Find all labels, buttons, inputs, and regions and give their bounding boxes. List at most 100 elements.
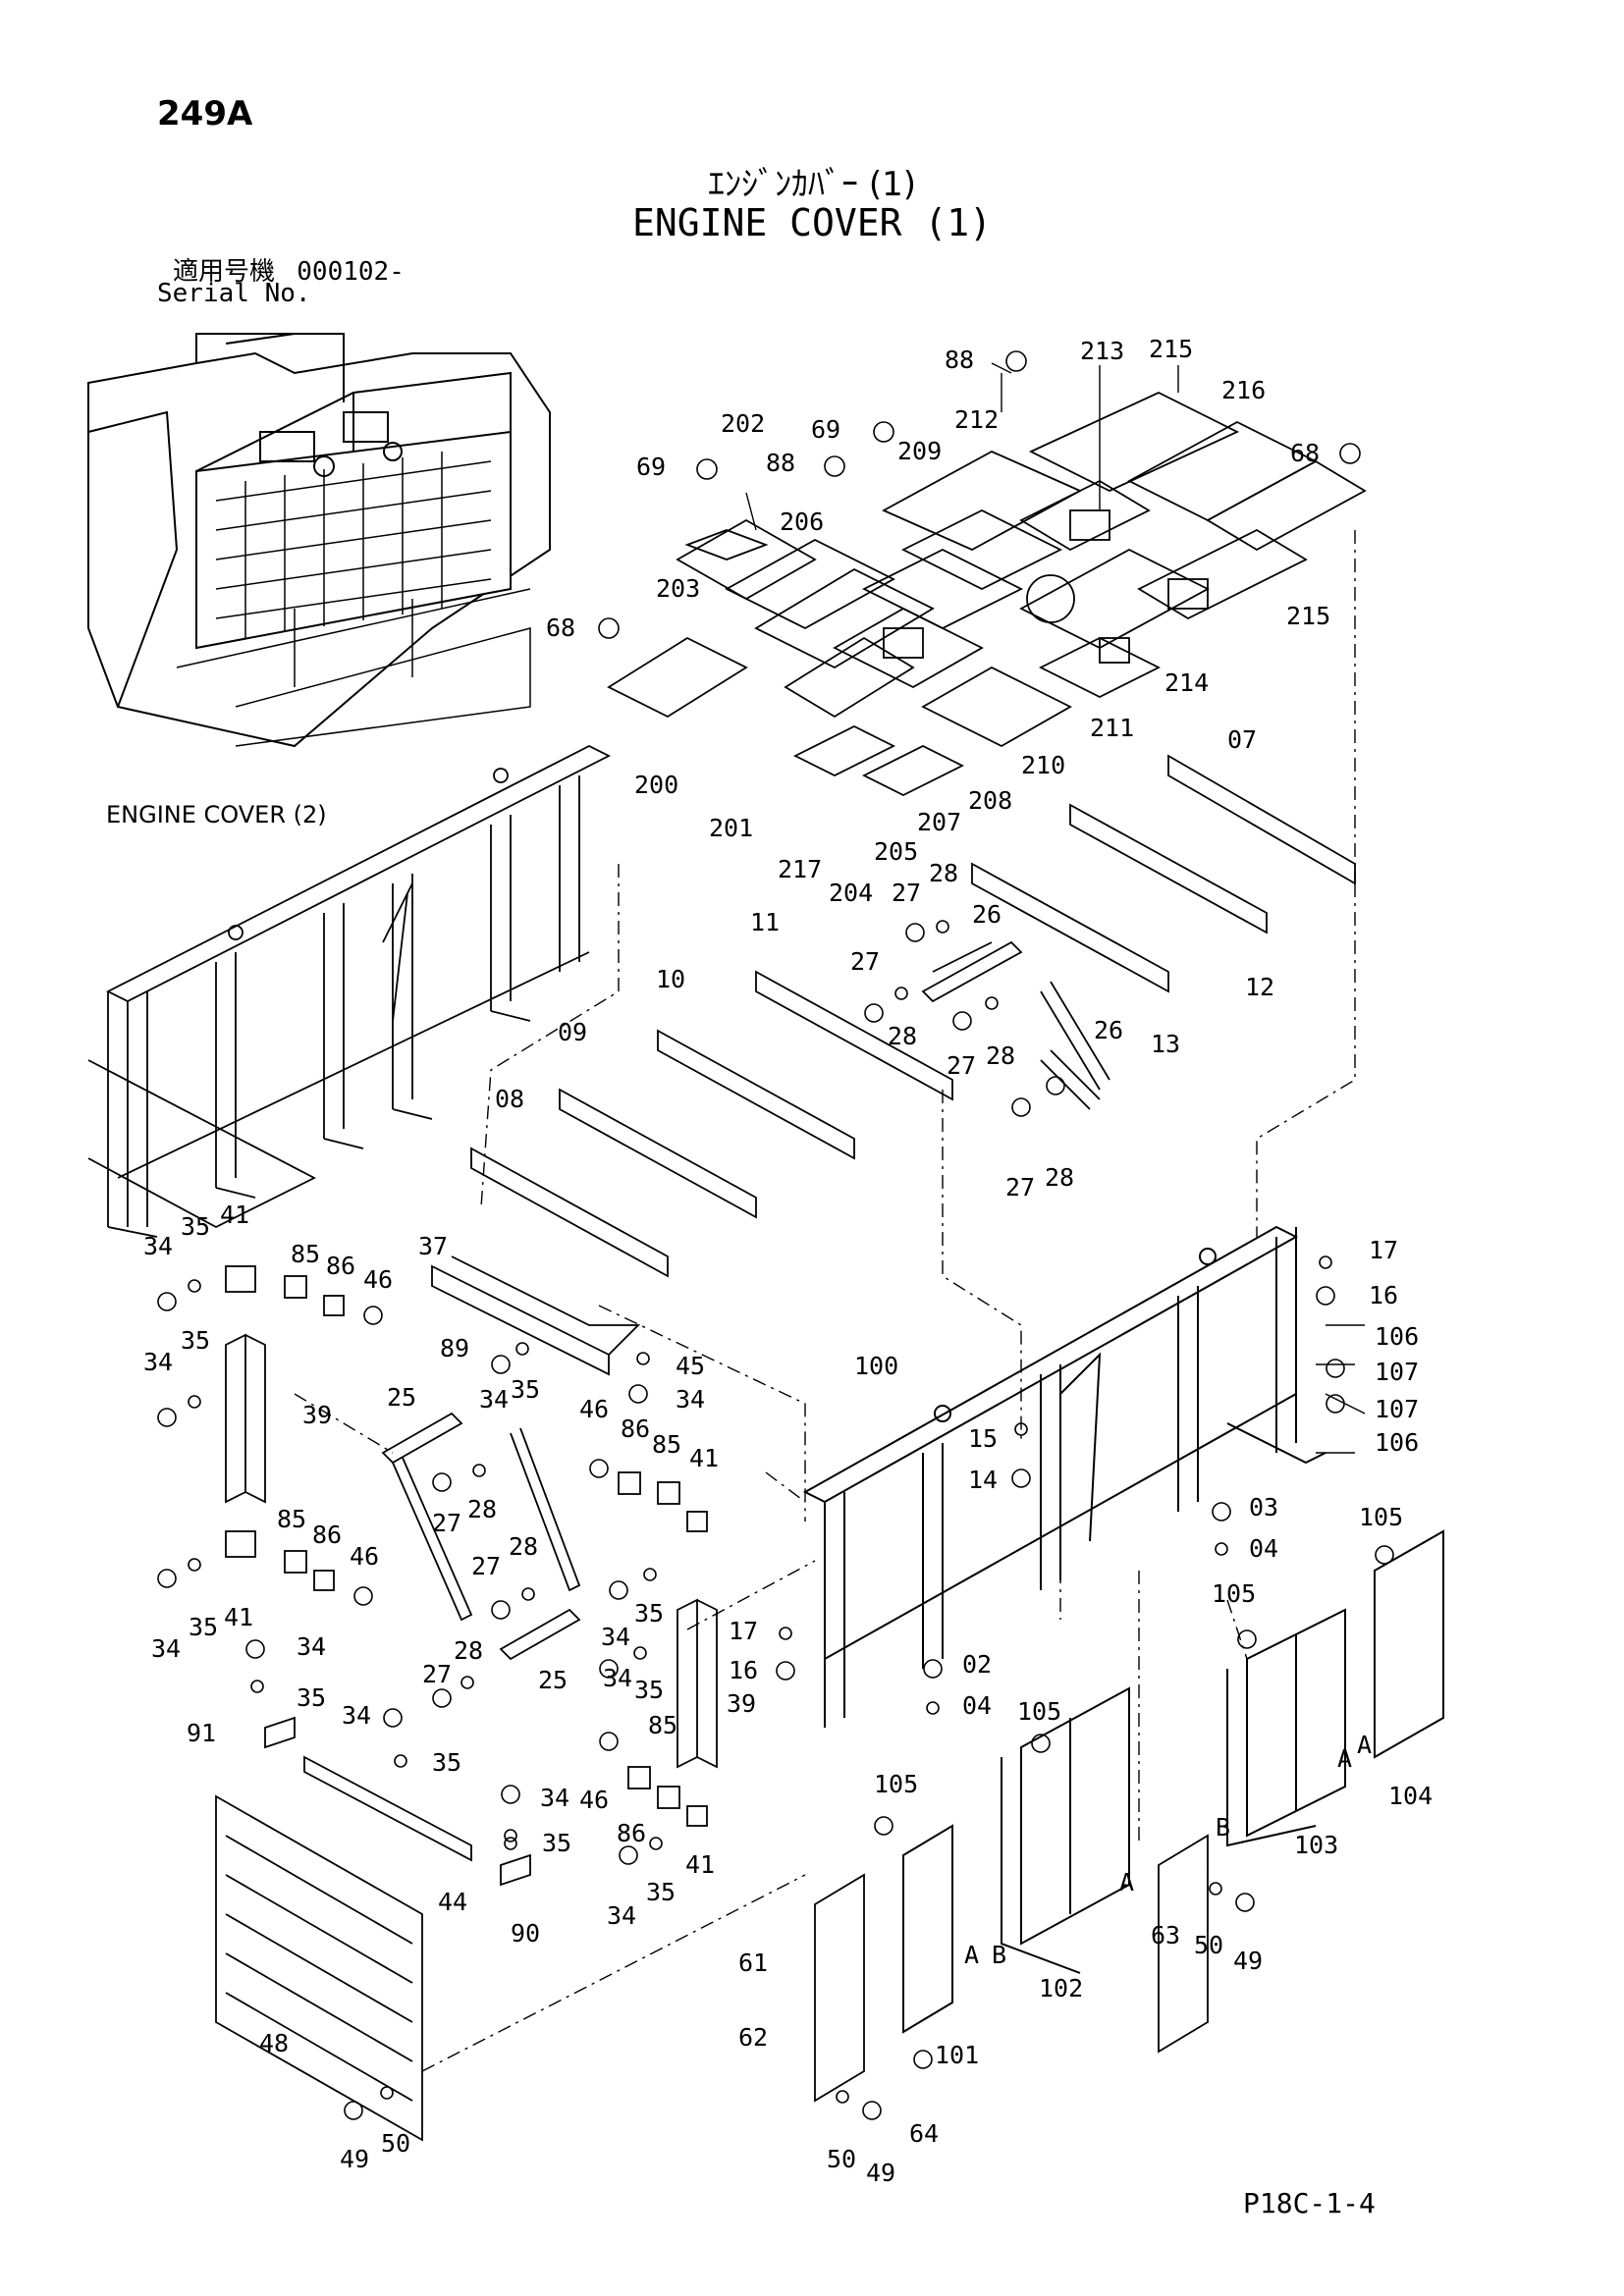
callout-206: 206 — [780, 507, 824, 536]
callout-35: 35 — [181, 1326, 210, 1355]
callout-209: 209 — [897, 437, 942, 465]
serial-label-japanese: 適用号機 000102- — [173, 251, 405, 288]
callout-213: 213 — [1080, 337, 1124, 365]
door-label-a: A — [1357, 1731, 1372, 1759]
callout-211: 211 — [1090, 714, 1134, 742]
title-english: ENGINE COVER (1) — [631, 201, 993, 244]
fasteners — [157, 350, 1394, 2120]
callout-210: 210 — [1021, 751, 1065, 779]
callout-101: 101 — [935, 2041, 979, 2069]
callout-03: 03 — [1249, 1493, 1278, 1522]
callout-49: 49 — [866, 2159, 895, 2187]
callout-41: 41 — [689, 1444, 719, 1472]
callout-50: 50 — [1194, 1931, 1223, 1959]
callout-labels: 88 213 215 216 202 69 212 68 69 88 209 2… — [143, 335, 1433, 2187]
callout-35: 35 — [542, 1829, 571, 1857]
callout-86: 86 — [326, 1252, 355, 1280]
callout-86: 86 — [621, 1415, 650, 1443]
callout-85: 85 — [648, 1711, 677, 1739]
callout-68: 68 — [1290, 439, 1320, 467]
callout-39: 39 — [727, 1689, 756, 1718]
callout-85: 85 — [277, 1505, 306, 1533]
roof-panels — [607, 392, 1367, 797]
cross-members — [470, 754, 1356, 1278]
callout-48: 48 — [259, 2029, 289, 2057]
brackets-hardware — [215, 940, 1209, 2142]
callout-89: 89 — [440, 1334, 469, 1362]
callout-46: 46 — [579, 1786, 609, 1814]
callout-205: 205 — [874, 837, 918, 866]
callout-62: 62 — [738, 2023, 768, 2052]
leader-lines — [294, 362, 1366, 2072]
engine-cover-2-reference: ENGINE COVER (2) — [106, 801, 327, 828]
callout-105: 105 — [874, 1770, 918, 1798]
page-number: 249A — [157, 94, 253, 133]
callout-46: 46 — [579, 1395, 609, 1423]
callout-88: 88 — [766, 449, 795, 477]
doors — [902, 1529, 1444, 2034]
callout-28: 28 — [454, 1636, 483, 1665]
callout-102: 102 — [1039, 1974, 1083, 2002]
callout-85: 85 — [291, 1240, 320, 1268]
title-japanese: ｴﾝｼﾞﾝｶﾊﾞｰ (1) — [708, 165, 916, 204]
callout-41: 41 — [224, 1603, 253, 1631]
callout-07: 07 — [1227, 725, 1257, 754]
door-label-b: B — [1216, 1813, 1230, 1842]
door-label-a: A — [964, 1941, 979, 1969]
callout-26: 26 — [1094, 1016, 1123, 1044]
callout-27: 27 — [432, 1509, 461, 1537]
callout-214: 214 — [1164, 668, 1209, 697]
callout-104: 104 — [1388, 1782, 1433, 1810]
callout-44: 44 — [438, 1888, 467, 1916]
callout-26: 26 — [972, 900, 1001, 929]
callout-207: 207 — [917, 808, 961, 836]
callout-41: 41 — [220, 1201, 249, 1229]
callout-217: 217 — [778, 855, 822, 883]
callout-28: 28 — [888, 1022, 917, 1050]
callout-91: 91 — [187, 1719, 216, 1747]
callout-04: 04 — [1249, 1534, 1278, 1563]
callout-28: 28 — [986, 1041, 1015, 1070]
callout-27: 27 — [947, 1051, 976, 1080]
callout-25: 25 — [387, 1383, 416, 1412]
callout-61: 61 — [738, 1949, 768, 1977]
callout-216: 216 — [1221, 376, 1266, 404]
callout-10: 10 — [656, 965, 685, 993]
callout-34: 34 — [479, 1385, 509, 1414]
callout-34: 34 — [676, 1385, 705, 1414]
callout-16: 16 — [729, 1656, 758, 1684]
callout-90: 90 — [511, 1919, 540, 1948]
callout-86: 86 — [617, 1819, 646, 1847]
callout-45: 45 — [676, 1352, 705, 1380]
callout-202: 202 — [721, 409, 765, 438]
callout-27: 27 — [471, 1552, 501, 1580]
callout-34: 34 — [297, 1632, 326, 1661]
callout-35: 35 — [511, 1375, 540, 1404]
callout-63: 63 — [1151, 1921, 1180, 1949]
serial-value: 000102- — [297, 257, 405, 287]
door-label-a: A — [1337, 1744, 1352, 1773]
callout-35: 35 — [646, 1878, 676, 1906]
callout-15: 15 — [968, 1424, 998, 1453]
callout-106: 106 — [1375, 1428, 1419, 1457]
callout-08: 08 — [495, 1085, 524, 1113]
callout-28: 28 — [509, 1532, 538, 1561]
callout-34: 34 — [151, 1634, 181, 1663]
callout-107: 107 — [1375, 1358, 1419, 1386]
callout-200: 200 — [634, 771, 678, 799]
callout-103: 103 — [1294, 1831, 1338, 1859]
callout-49: 49 — [1233, 1947, 1263, 1975]
callout-68: 68 — [546, 614, 575, 642]
callout-13: 13 — [1151, 1030, 1180, 1058]
engine-cover-2-frame — [87, 744, 611, 1238]
callout-35: 35 — [189, 1613, 218, 1641]
callout-105: 105 — [1017, 1697, 1061, 1726]
callout-64: 64 — [909, 2119, 939, 2148]
callout-28: 28 — [929, 859, 958, 887]
callout-16: 16 — [1369, 1281, 1398, 1309]
callout-34: 34 — [143, 1348, 173, 1376]
callout-25: 25 — [538, 1666, 568, 1694]
callout-106: 106 — [1375, 1322, 1419, 1351]
